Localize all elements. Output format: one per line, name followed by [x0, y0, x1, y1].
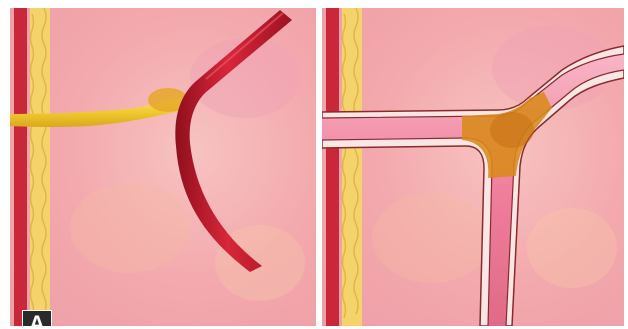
junction-shadow	[490, 112, 534, 148]
outer-wall-stripe	[326, 8, 339, 326]
outer-wall-stripe	[14, 8, 27, 326]
panel-a: A	[10, 8, 316, 326]
panel-b: B	[322, 8, 624, 326]
panel-b-illustration	[322, 8, 624, 326]
tissue-blob	[527, 208, 617, 288]
tissue-blob	[70, 183, 190, 273]
panel-label: A	[22, 310, 52, 326]
tissue-blob	[372, 193, 492, 283]
panel-a-illustration	[10, 8, 316, 326]
